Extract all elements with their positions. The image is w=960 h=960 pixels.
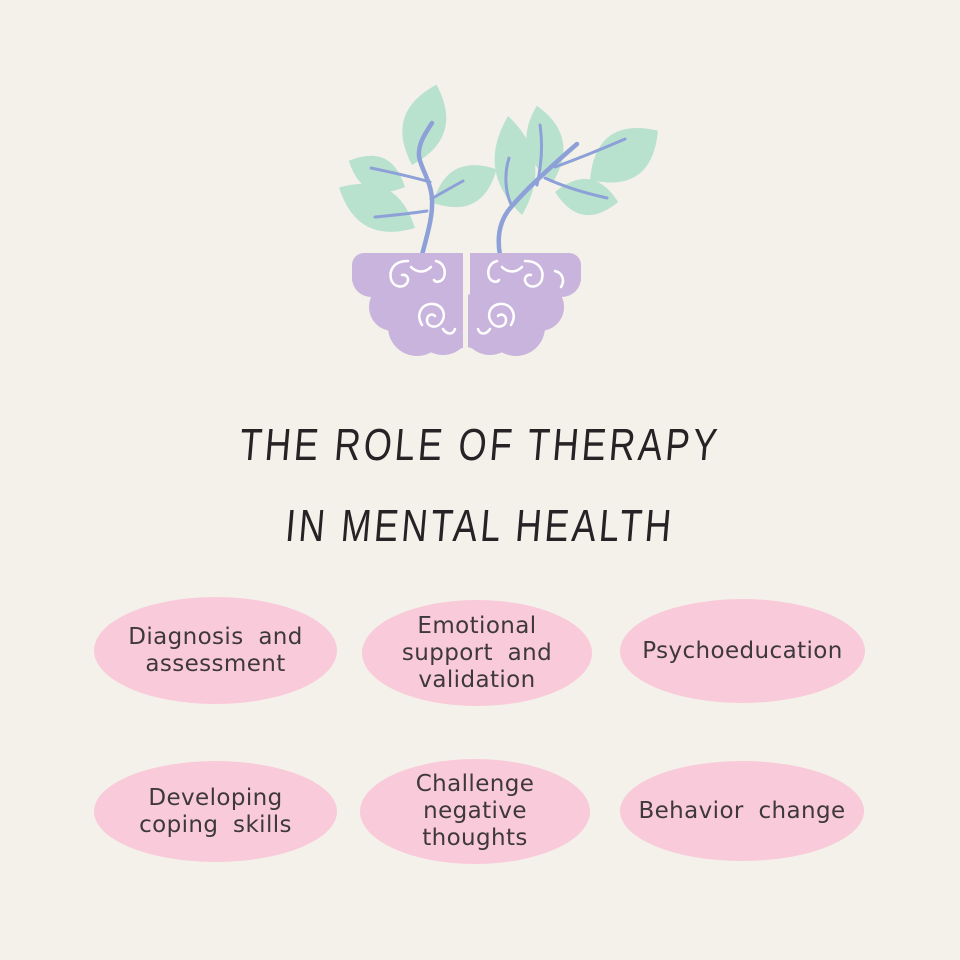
bubble-coping-skills: Developing coping skills (94, 761, 337, 862)
title-line-2: IN MENTAL HEALTH (283, 500, 677, 551)
right-stem-vein (504, 156, 514, 208)
bubble-psychoeducation: Psychoeducation (620, 599, 865, 703)
left-plant-leaves (339, 84, 497, 232)
leaf-icon (590, 128, 658, 183)
right-stem-vein (543, 176, 609, 200)
bubble-label: Emotional support and validation (401, 612, 553, 693)
left-stem-vein (373, 209, 429, 219)
leaf-icon (339, 183, 415, 232)
leaf-icon (402, 84, 447, 165)
right-stem-vein (535, 123, 543, 187)
leaf-icon (348, 155, 405, 193)
bubble-label: Challenge negative thoughts (415, 771, 535, 851)
brain-swirls (389, 259, 565, 335)
plant-stems (369, 120, 627, 258)
left-stem-vein (429, 179, 465, 201)
bubble-challenge-thoughts: Challenge negative thoughts (360, 759, 590, 864)
bubble-diagnosis-assessment: Diagnosis and assessment (94, 597, 337, 704)
leaf-icon (433, 165, 497, 207)
brain-right-hemisphere (468, 253, 581, 356)
title-line-1: THE ROLE OF THERAPY (237, 419, 723, 470)
bubble-emotional-support: Emotional support and validation (362, 600, 592, 706)
left-stem-vein (369, 166, 432, 184)
brain-plant-illustration (339, 84, 658, 356)
right-stem-vein (553, 137, 627, 169)
bubble-label: Behavior change (638, 797, 846, 824)
bubble-label: Diagnosis and assessment (128, 623, 303, 677)
poster-title: THE ROLE OF THERAPY IN MENTAL HEALTH (0, 404, 960, 566)
left-stem (416, 120, 435, 258)
bubble-label: Developing coping skills (139, 784, 292, 838)
bubble-behavior-change: Behavior change (620, 761, 864, 861)
brain-left-hemisphere (352, 253, 463, 356)
bubble-label: Psychoeducation (642, 637, 843, 664)
